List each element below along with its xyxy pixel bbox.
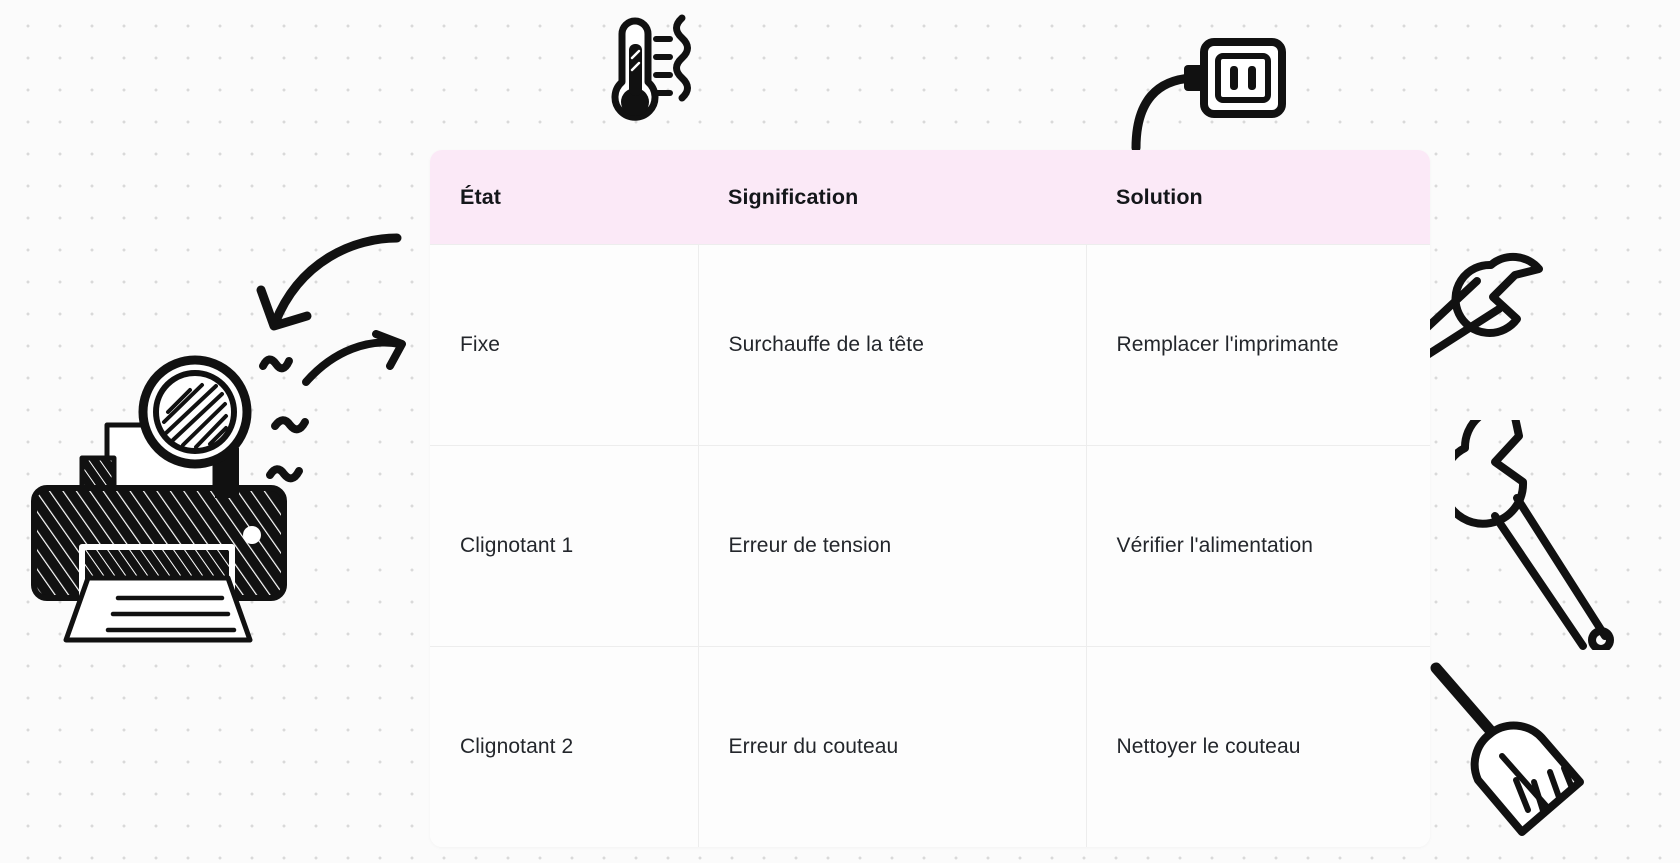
cell-etat: Clignotant 2 xyxy=(430,646,699,847)
cell-etat: Clignotant 1 xyxy=(430,445,699,647)
table-row: Clignotant 2 Erreur du couteau Nettoyer … xyxy=(430,646,1430,847)
printer-status-table-card: État Signification Solution Fixe Surchau… xyxy=(430,150,1430,847)
column-header-etat: État xyxy=(460,184,502,209)
cell-signification: Erreur de tension xyxy=(698,445,1087,647)
table-body: Fixe Surchauffe de la tête Remplacer l'i… xyxy=(430,244,1430,847)
cell-signification: Erreur du couteau xyxy=(698,646,1087,847)
cell-solution: Remplacer l'imprimante xyxy=(1086,244,1430,446)
column-header-solution: Solution xyxy=(1116,184,1203,209)
table-row: Clignotant 1 Erreur de tension Vérifier … xyxy=(430,445,1430,647)
table-header: État Signification Solution xyxy=(430,150,1430,245)
cell-solution: Nettoyer le couteau xyxy=(1086,646,1430,847)
printer-status-table: État Signification Solution Fixe Surchau… xyxy=(430,150,1430,847)
table-row: Fixe Surchauffe de la tête Remplacer l'i… xyxy=(430,244,1430,446)
column-header-signification: Signification xyxy=(728,184,859,209)
cell-signification: Surchauffe de la tête xyxy=(698,244,1087,446)
cell-etat: Fixe xyxy=(430,244,699,446)
cell-solution: Vérifier l'alimentation xyxy=(1086,445,1430,647)
table-header-row: État Signification Solution xyxy=(430,150,1430,245)
